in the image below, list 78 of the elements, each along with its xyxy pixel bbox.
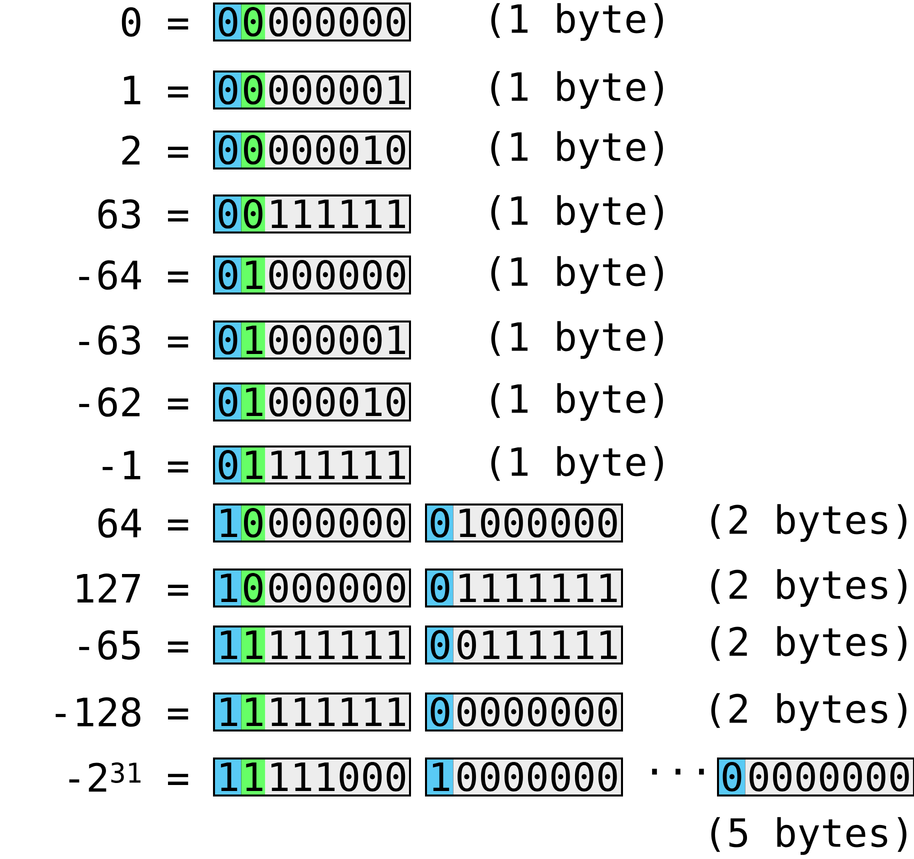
row-label: (2 bytes) (711, 626, 906, 664)
bit-cell: 0 (241, 504, 266, 542)
bit-cell: 111111 (265, 694, 410, 730)
row-label: (1 byte) (491, 131, 663, 169)
byte-box (425, 758, 623, 796)
bit-cell: 1 (241, 758, 266, 796)
bit-cell: 000000 (265, 504, 410, 542)
row-label: -65 = (79, 630, 188, 660)
row-label: -2$^{31}$ = (69, 762, 188, 792)
row-label: (1 byte) (491, 3, 663, 41)
row-label: 2 = (122, 136, 188, 164)
byte-box (425, 692, 623, 732)
row-label: 0 = (122, 7, 188, 37)
bit-cell: 1000000 (453, 504, 622, 542)
bit-cell: 000000 (265, 4, 410, 40)
bit-cell: 1 (241, 384, 266, 420)
row-label: ··· (652, 768, 704, 775)
byte-box (213, 692, 411, 732)
row-label: -128 = (56, 697, 188, 727)
byte-box (213, 626, 411, 664)
bit-cell: 0 (241, 72, 266, 108)
bit-cell: 1 (241, 256, 266, 294)
byte-box (213, 256, 411, 294)
bit-cell: 0 (241, 4, 266, 40)
byte-box (213, 504, 411, 542)
row-label: (1 byte) (491, 446, 663, 484)
byte-box (213, 2, 411, 42)
byte-box (213, 758, 411, 796)
byte-box (213, 130, 411, 170)
byte-box (213, 446, 411, 484)
bit-cell: 000001 (265, 72, 410, 108)
row-label: 64 = (98, 508, 188, 538)
row-label: (2 bytes) (711, 693, 906, 731)
bit-cell: 000001 (265, 322, 410, 358)
row-label: -64 = (79, 260, 188, 290)
row-label: (5 bytes) (711, 817, 906, 855)
row-label: (2 bytes) (711, 504, 906, 542)
row-label: 1 = (124, 76, 188, 104)
byte-box (213, 382, 411, 422)
byte-box (425, 568, 623, 608)
row-label: (1 byte) (491, 256, 663, 294)
row-label: 127 = (77, 574, 188, 602)
row-label: 63 = (98, 199, 188, 229)
row-label: -1 = (102, 450, 188, 480)
bit-cell: 0000000 (453, 694, 622, 730)
row-label: (1 byte) (491, 383, 663, 421)
row-label: -62 = (79, 387, 188, 417)
bit-cell: 1 (241, 322, 266, 358)
row-label: (2 bytes) (711, 569, 906, 607)
bit-cell: 111111 (265, 626, 410, 664)
bit-cell: 0000000 (453, 758, 622, 796)
bit-cell: 000010 (265, 384, 410, 420)
bit-cell: 0111111 (453, 626, 622, 664)
row-label: (1 byte) (491, 195, 663, 233)
bit-cell: 0 (241, 196, 266, 232)
bit-cell: 1 (241, 694, 266, 730)
byte-box (213, 320, 411, 360)
bit-cell: 000000 (265, 570, 410, 606)
bit-cell: 111111 (265, 196, 410, 232)
byte-box (213, 568, 411, 608)
bit-cell: 0 (241, 132, 266, 168)
row-label: -63 = (79, 325, 188, 355)
bit-cell: 1 (241, 626, 266, 664)
bit-cell: 111111 (265, 446, 410, 484)
bit-cell: 000000 (265, 256, 410, 294)
byte-box (213, 70, 411, 110)
bit-cell: 1111111 (453, 570, 622, 606)
byte-box (425, 504, 623, 542)
byte-box (717, 758, 914, 796)
row-label: (1 byte) (491, 321, 663, 359)
bit-cell: 000010 (265, 132, 410, 168)
bit-cell: 0000000 (745, 758, 914, 796)
byte-box (425, 626, 623, 664)
bit-cell: 111000 (265, 758, 410, 796)
byte-box (213, 194, 411, 234)
bit-cell: 1 (241, 446, 266, 484)
bit-cell: 0 (241, 570, 266, 606)
row-label: (1 byte) (491, 71, 663, 109)
